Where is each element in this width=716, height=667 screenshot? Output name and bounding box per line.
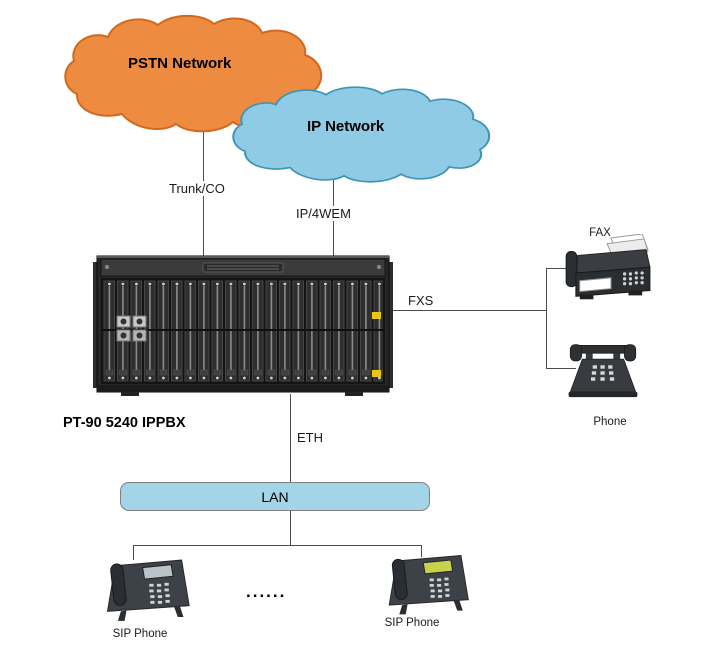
eth-label: ETH bbox=[297, 430, 323, 445]
desk-phone-icon bbox=[568, 344, 638, 398]
ellipsis-label: ...... bbox=[246, 582, 287, 601]
sip1-drop-line bbox=[133, 545, 134, 560]
fax-machine-icon bbox=[565, 234, 651, 300]
fxs-line-horizontal bbox=[391, 310, 547, 311]
sip-bus-line bbox=[133, 545, 422, 546]
fxs-line-vertical bbox=[546, 268, 547, 369]
device-label: PT-90 5240 IPPBX bbox=[63, 415, 186, 431]
ippbx-chassis-icon bbox=[93, 255, 393, 396]
eth-line bbox=[290, 394, 291, 483]
phone-label: Phone bbox=[593, 416, 627, 428]
sip-phone-1-label: SIP Phone bbox=[112, 628, 168, 640]
ip-wem-label: IP/4WEM bbox=[293, 206, 354, 221]
trunk-label: Trunk/CO bbox=[166, 181, 228, 196]
fax-label: FAX bbox=[589, 227, 611, 239]
sip-phone-icon bbox=[388, 554, 469, 615]
ip-cloud-label: IP Network bbox=[307, 118, 385, 135]
sip-phone-2-label: SIP Phone bbox=[384, 617, 440, 629]
ip-cloud-icon bbox=[232, 86, 491, 183]
sip-phone-icon bbox=[106, 559, 190, 621]
pstn-cloud-label: PSTN Network bbox=[128, 55, 232, 72]
phone-stub-line bbox=[546, 368, 576, 369]
pstn-cloud-icon bbox=[64, 14, 323, 133]
sip2-drop-line bbox=[421, 545, 422, 557]
fxs-label: FXS bbox=[408, 293, 434, 308]
lan-label: LAN bbox=[261, 488, 289, 505]
fax-stub-line bbox=[546, 268, 576, 269]
lan-node: LAN bbox=[120, 482, 430, 511]
lan-drop-line bbox=[290, 511, 291, 545]
